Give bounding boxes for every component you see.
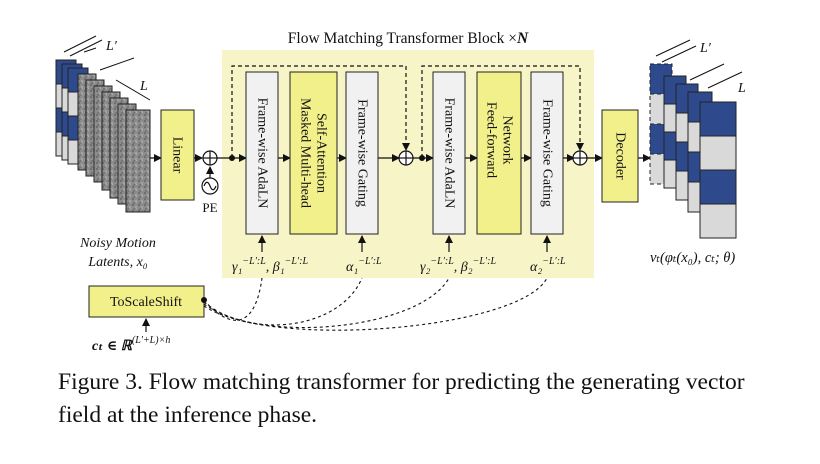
output-L-prime-label: L′: [699, 41, 712, 56]
input-L-label: L: [139, 79, 148, 94]
adaln-block-2: [432, 71, 466, 235]
output-field-label: vₜ(φₜ(x₀), cₜ; θ): [650, 250, 735, 266]
toscaleshift-label: ToScaleShift: [110, 295, 182, 310]
block-title: Flow Matching Transformer Block ×N: [288, 30, 529, 47]
gamma2-beta2-label: γ₂−L′:L, β₂−L′:L: [420, 256, 496, 275]
gating-label-2: Frame-wise Gating: [540, 99, 555, 207]
input-latent-stack: L′ L: [55, 35, 151, 213]
decoder-label: Decoder: [613, 132, 628, 180]
ffn-block: [476, 71, 522, 235]
output-L-label: L: [737, 81, 746, 96]
pe-label: PE: [202, 200, 217, 215]
adaln-label-2: Frame-wise AdaLN: [442, 98, 457, 209]
noisy-latents-label-line1: Noisy Motion: [79, 236, 156, 251]
gamma1-beta1-label: γ₁−L′:L, β₁−L′:L: [232, 256, 308, 275]
figure-caption: Figure 3. Flow matching transformer for …: [58, 369, 745, 428]
ffn-label-line1: Feed-forward: [484, 102, 499, 178]
ffn-label-line2: Network: [500, 116, 515, 165]
linear-block: [160, 109, 195, 201]
noisy-latents-label-line2: Latents, x₀: [87, 255, 147, 270]
residual-adder-2: [572, 150, 588, 166]
adaln-label-1: Frame-wise AdaLN: [255, 98, 270, 209]
toscaleshift-block: [88, 285, 205, 318]
condition-label: cₜ ∈ ℝ(L′+L)×h: [92, 335, 170, 354]
linear-label: Linear: [170, 137, 185, 174]
mhsa-block: [289, 71, 338, 235]
gating-block-2: [530, 71, 564, 235]
mhsa-label-line1: Masked Multi-head: [298, 98, 313, 208]
mhsa-label-line2: Self-Attention: [314, 113, 329, 193]
pe-adder: [201, 150, 219, 195]
gating-label-1: Frame-wise Gating: [355, 99, 370, 207]
output-latent-stack: L′ L: [649, 39, 746, 239]
gating-block-1: [345, 71, 379, 235]
alpha2-label: α₂−L′:L: [530, 256, 566, 275]
decoder-block: [601, 109, 639, 203]
adaln-block-1: [245, 71, 279, 235]
residual-adder-1: [398, 150, 414, 166]
input-L-prime-label: L′: [105, 39, 118, 54]
alpha1-label: α₁−L′:L: [346, 256, 382, 275]
